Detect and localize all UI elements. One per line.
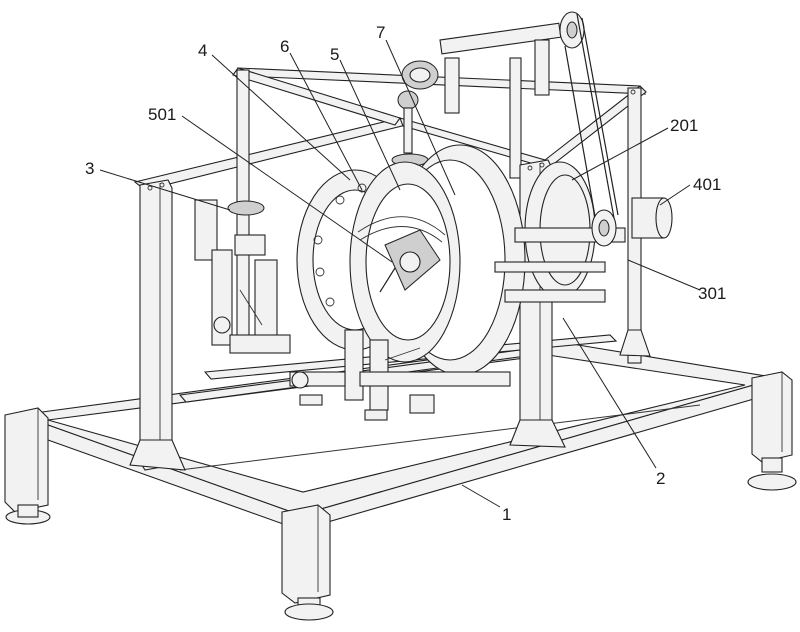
left-mechanism xyxy=(194,199,291,354)
label-4: 4 xyxy=(198,41,207,60)
label-2: 2 xyxy=(656,469,665,488)
label-201: 201 xyxy=(670,116,698,135)
label-3: 3 xyxy=(85,159,94,178)
main-ring-assembly xyxy=(296,144,526,376)
leader-lines xyxy=(99,39,701,508)
label-7: 7 xyxy=(376,23,385,42)
label-501: 501 xyxy=(148,105,176,124)
label-1: 1 xyxy=(502,505,511,524)
label-5: 5 xyxy=(330,45,339,64)
label-301: 301 xyxy=(698,284,726,303)
front-clamp-assembly xyxy=(289,329,511,421)
label-6: 6 xyxy=(280,37,289,56)
right-disc-assembly xyxy=(494,161,673,303)
top-shaft-assembly xyxy=(439,11,619,223)
label-401: 401 xyxy=(693,175,721,194)
legs xyxy=(4,371,797,621)
base-frame xyxy=(19,334,779,531)
